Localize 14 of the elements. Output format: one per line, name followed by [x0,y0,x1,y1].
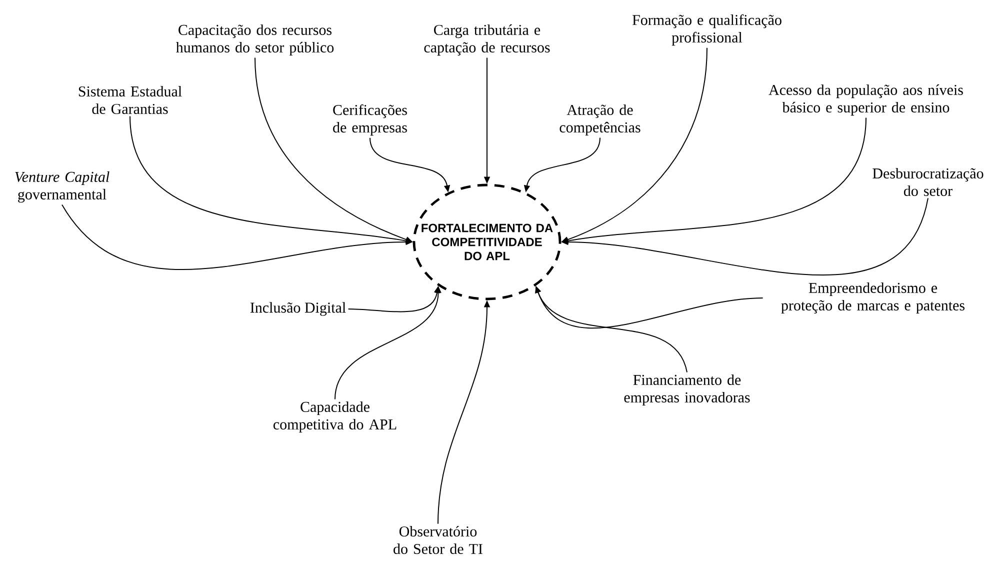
factor-label: Sistema Estadual de Garantias [78,86,182,114]
factor-label: Atração de competências [560,104,640,136]
factor-label: Acesso da população aos níveis básico e superior de ensino [768,84,963,116]
factor-label: Financiamento de empresas inovadoras [624,374,750,406]
factor-label: Capacidade competitiva do APL [274,401,396,433]
factor-label: Formação e qualificação profissional [632,14,782,46]
factor-label: Carga tributária e captação de recursos [424,24,550,56]
factor-label: Desburocratização do setor [872,168,984,196]
factor-label: Empreendedorismo e proteção de marcas e patentes [781,282,964,314]
factor-label: Cerificações de empresas [333,104,407,136]
factor-label: Capacitação dos recursos humanos do setor público [176,24,334,56]
factor-label: Inclusão Digital [250,302,346,316]
factor-label: Observatório do Setor de TI [394,526,482,554]
factor-label: Venture Capital governamental [15,171,110,203]
